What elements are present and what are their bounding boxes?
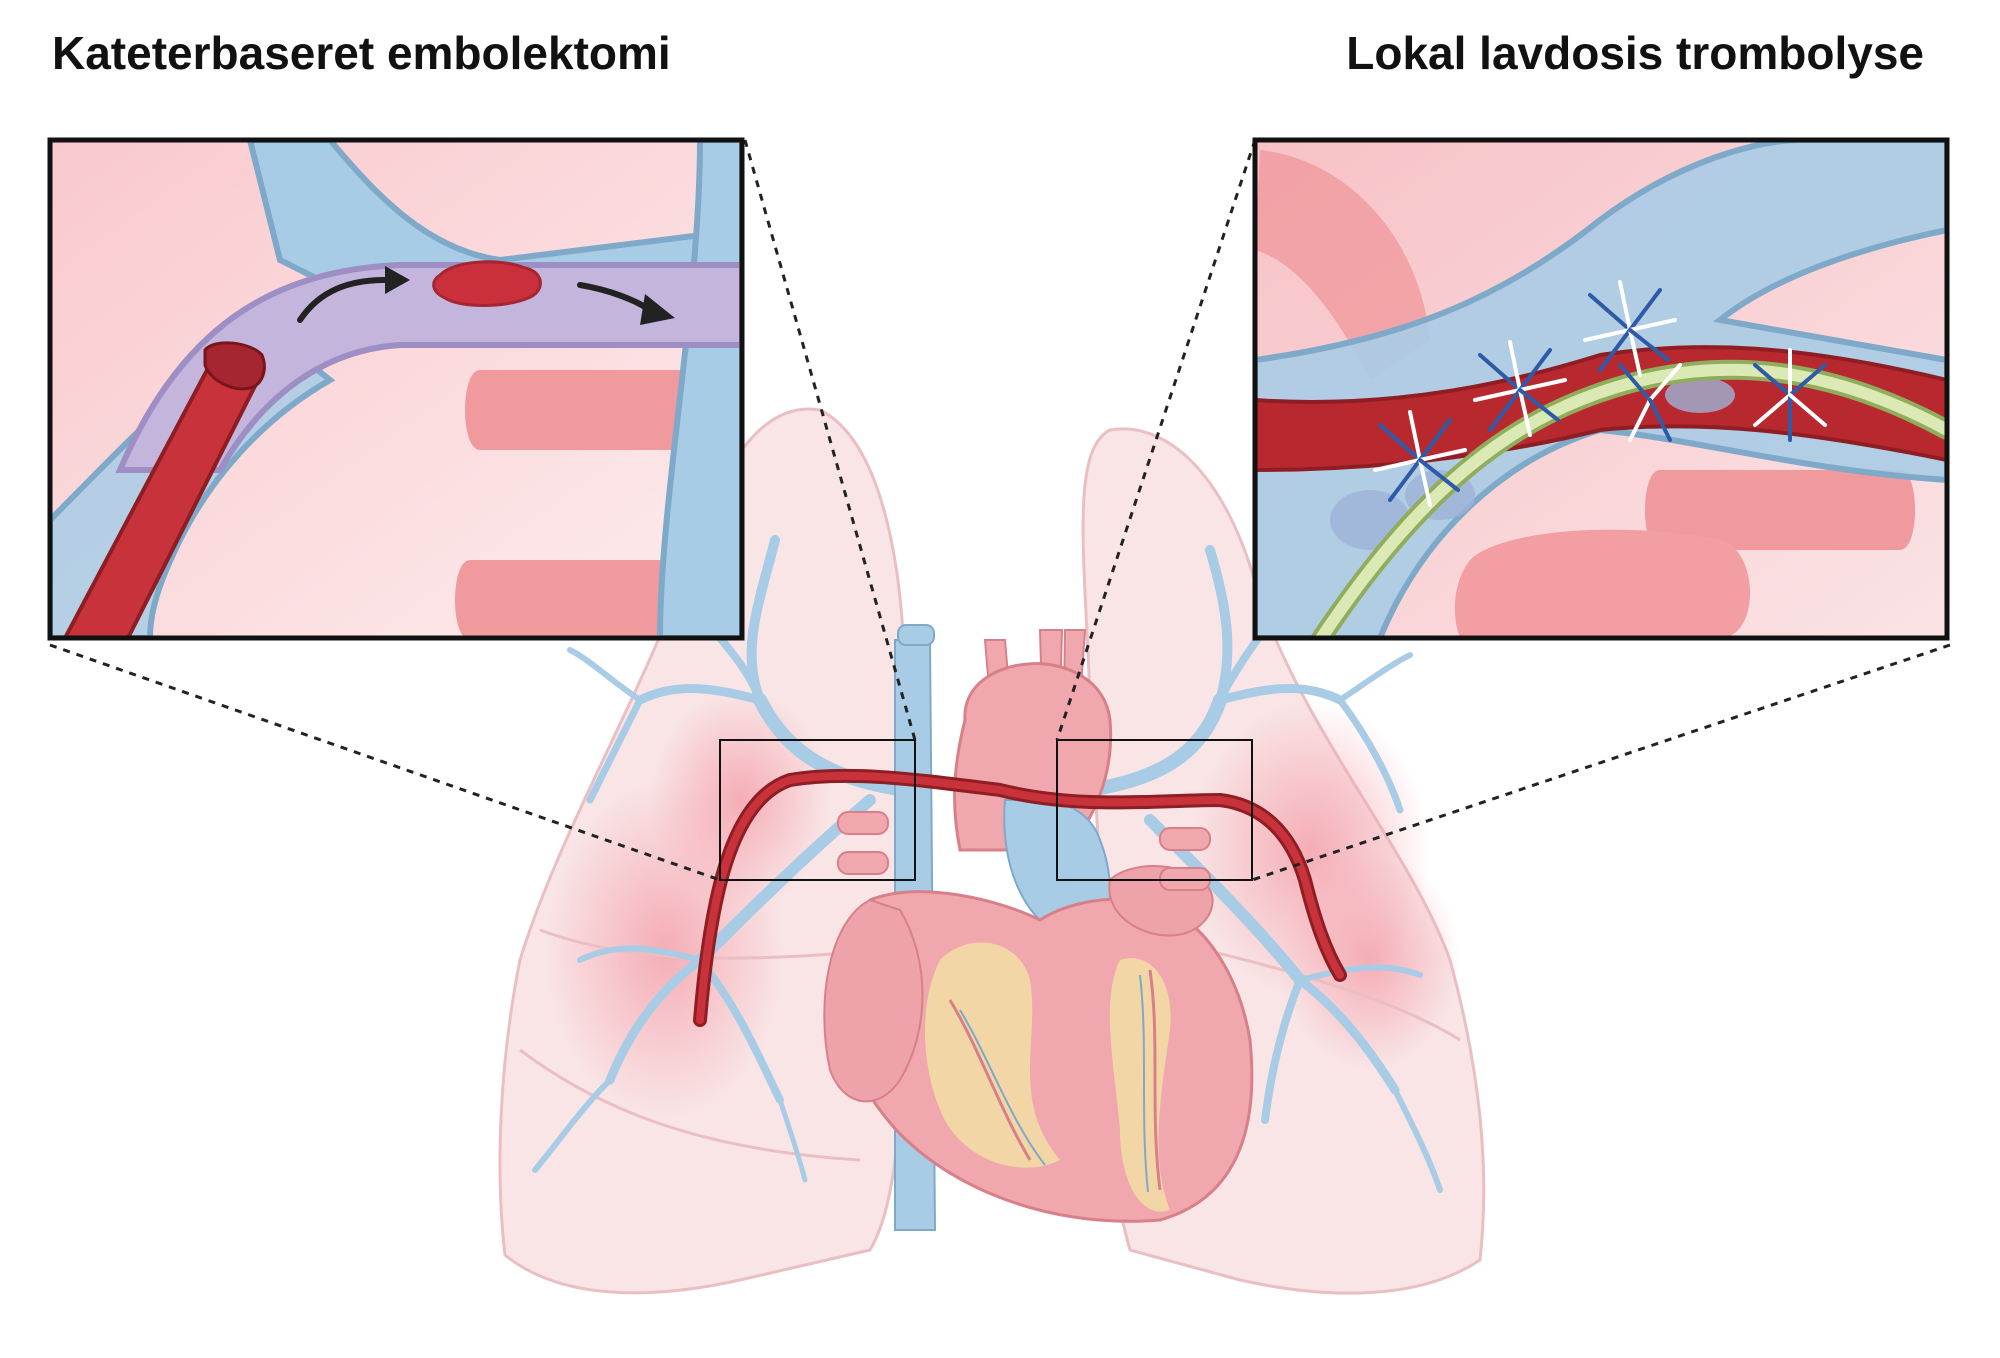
heart xyxy=(823,624,1254,1231)
flow-arrow-icon xyxy=(297,277,388,323)
left-pulmonary-vessels xyxy=(1083,545,1443,1193)
left-zoom-box xyxy=(719,739,916,881)
right-zoom-box xyxy=(1056,739,1253,881)
left-panel-title: Kateterbaseret embolektomi xyxy=(52,27,671,79)
right-inset-panel xyxy=(1252,137,1950,641)
main-catheter xyxy=(693,768,1347,1027)
right-panel-title: Lokal lavdosis trombolyse xyxy=(1346,27,1924,79)
drug-release-icon xyxy=(1373,280,1827,507)
connector-lines xyxy=(49,139,1951,882)
left-inset-panel xyxy=(47,137,745,641)
blood-clot xyxy=(432,260,542,307)
